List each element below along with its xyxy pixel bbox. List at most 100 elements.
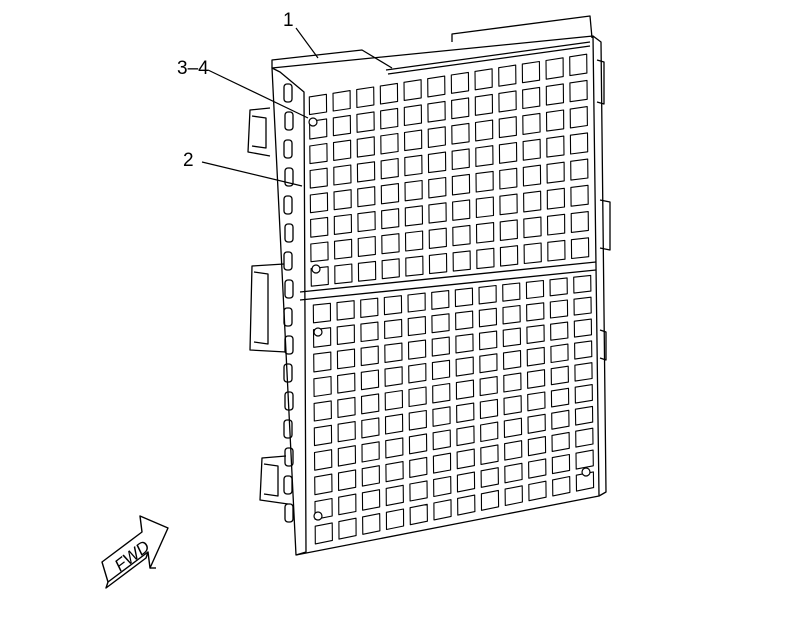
mesh-cell (479, 376, 498, 397)
mesh-cell (457, 494, 476, 516)
mesh-cell (332, 114, 352, 137)
mesh-cell (503, 417, 523, 438)
mesh-cell (526, 369, 546, 389)
mesh-cell (522, 164, 542, 187)
mesh-cell (333, 164, 352, 186)
mesh-cell (551, 453, 571, 475)
mesh-cell (332, 90, 351, 112)
mesh-cell (431, 313, 450, 334)
mesh-cell (574, 405, 594, 426)
mesh-cell (503, 372, 522, 393)
top-flange-strip (385, 41, 591, 75)
leader-line-2 (201, 161, 303, 187)
mesh-cell (451, 97, 470, 120)
mesh-cell (403, 79, 422, 101)
mesh-cell (433, 475, 452, 498)
mesh-cell (380, 107, 399, 130)
mesh-cell (573, 296, 592, 316)
mesh-cell (523, 242, 542, 265)
top-tab-right (451, 15, 593, 42)
mesh-cell (403, 104, 423, 127)
mesh-cell (545, 109, 565, 132)
mesh-cell (356, 161, 376, 183)
side-slot (283, 307, 293, 327)
mesh-cell (313, 449, 333, 471)
mesh-cell (404, 179, 423, 202)
mesh-cell (333, 213, 353, 235)
mesh-cell (504, 485, 523, 507)
mesh-cell (433, 499, 452, 521)
mesh-cell (431, 336, 450, 357)
mesh-cell (569, 79, 588, 103)
mesh-cell (336, 324, 355, 345)
side-slot (284, 223, 294, 243)
mesh-cell (570, 237, 590, 260)
mesh-cell (427, 100, 446, 123)
mesh-cell (337, 396, 356, 418)
mesh-cell (381, 233, 400, 255)
mesh-cell (408, 362, 427, 384)
mesh-cell (431, 359, 451, 381)
fastener-hole (581, 467, 591, 477)
mesh-cell (357, 186, 376, 208)
mesh-cell (408, 386, 427, 408)
mesh-cell (432, 429, 451, 451)
mesh-cell (409, 456, 428, 478)
mesh-cell (475, 196, 495, 219)
mesh-cell (546, 213, 566, 236)
mesh-cell (546, 161, 565, 184)
mesh-cell (451, 173, 471, 196)
mesh-cell (504, 462, 523, 484)
mesh-cell (551, 431, 570, 452)
mesh-cell (432, 452, 452, 474)
mesh-cell (456, 425, 475, 447)
mesh-cell (479, 353, 498, 374)
mesh-cell (451, 122, 470, 145)
fwd-arrow (101, 515, 169, 589)
mesh-cell (498, 64, 517, 87)
mesh-cell (480, 444, 499, 465)
mesh-cell (361, 465, 380, 487)
left-bracket-bottom (259, 455, 289, 505)
side-slots (283, 83, 294, 523)
mesh-cell (550, 343, 569, 364)
mesh-cell (337, 445, 357, 467)
mesh-cell (356, 136, 375, 158)
mesh-cell (428, 176, 447, 199)
mesh-lower-section (312, 274, 595, 545)
grille-right-edge (592, 35, 607, 497)
mesh-cell (452, 199, 471, 221)
mesh-cell (384, 389, 404, 411)
mesh-cell (499, 245, 519, 267)
mesh-cell (380, 132, 399, 155)
mesh-cell (452, 250, 471, 272)
side-slot (284, 503, 294, 523)
mesh-cell (314, 473, 333, 496)
mesh-cell (450, 71, 470, 94)
mesh-cell (384, 366, 403, 387)
mesh-cell (407, 316, 427, 337)
side-slot (283, 363, 293, 383)
mesh-cell (546, 135, 565, 158)
mesh-cell (552, 475, 571, 497)
mesh-cell (499, 219, 518, 241)
side-slot (283, 83, 293, 103)
mesh-cell (407, 292, 426, 313)
mesh-cell (334, 263, 353, 285)
mesh-cell (526, 324, 545, 344)
mesh-cell (404, 230, 424, 252)
mesh-cell (503, 395, 522, 416)
mesh-cell (499, 193, 518, 216)
fastener-hole (308, 117, 318, 127)
mesh-cell (313, 351, 332, 373)
fastener-hole (313, 511, 323, 521)
mesh-cell (309, 192, 329, 214)
mesh-cell (550, 321, 569, 341)
side-slot (284, 391, 294, 411)
mesh-cell (575, 427, 594, 448)
mesh-cell (480, 489, 500, 511)
mesh-cell (385, 437, 404, 459)
mesh-cell (570, 211, 589, 233)
callout-2: 2 (183, 150, 194, 171)
mesh-cell (428, 252, 448, 275)
